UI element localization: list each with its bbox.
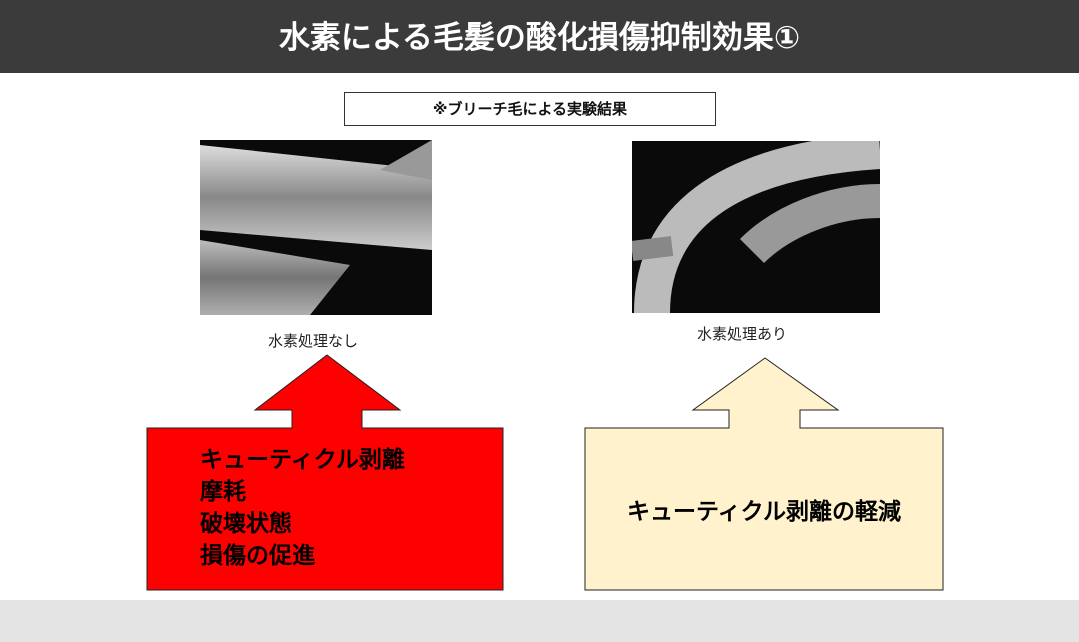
effect-item: キューティクル剥離 <box>200 447 405 473</box>
hair-photo-treated <box>632 141 880 313</box>
untreated-effects-list: キューティクル剥離 摩耗 破壊状態 損傷の促進 <box>200 444 405 572</box>
header-bar: 水素による毛髪の酸化損傷抑制効果① <box>0 0 1079 73</box>
footer-bar <box>0 600 1079 642</box>
treated-effect-text: キューティクル剥離の軽減 <box>627 499 901 525</box>
effect-item: 損傷の促進 <box>200 543 315 569</box>
effect-item: 摩耗 <box>200 479 246 505</box>
hair-photo-untreated <box>200 140 432 315</box>
treated-result-arrow <box>584 357 944 591</box>
subtitle-box: ※ブリーチ毛による実験結果 <box>344 92 716 126</box>
caption-untreated: 水素処理なし <box>268 332 359 350</box>
effect-item: 破壊状態 <box>200 511 292 537</box>
page-title: 水素による毛髪の酸化損傷抑制効果① <box>278 20 801 56</box>
caption-treated: 水素処理あり <box>697 325 788 343</box>
untreated-result-arrow <box>146 354 504 591</box>
